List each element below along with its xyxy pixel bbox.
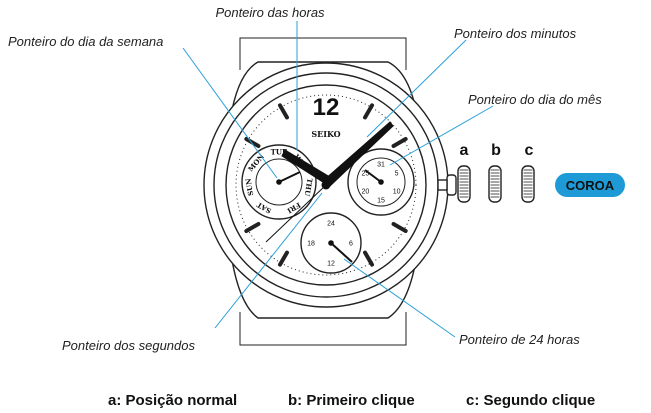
- date-number-15: 15: [377, 198, 385, 205]
- caption-a: a: Posição normal: [108, 392, 237, 409]
- day-name-sun: SUN: [243, 177, 255, 196]
- crown-pos-c-label: c: [525, 142, 534, 159]
- hour24-number-18: 18: [307, 241, 315, 248]
- brand-logo: SEIKO: [311, 129, 340, 139]
- label-day-of-week-hand: Ponteiro do dia da semana: [8, 34, 163, 49]
- day-name-thu: THU: [303, 178, 315, 197]
- crown-pos-a-label: a: [460, 142, 469, 159]
- hour24-numbers: 24 6 12 18: [307, 221, 353, 268]
- twelve-numeral: 12: [313, 94, 340, 121]
- label-minute-hand: Ponteiro dos minutos: [454, 26, 577, 41]
- caption-b: b: Primeiro clique: [288, 392, 415, 409]
- hour24-hand: [330, 242, 353, 263]
- date-number-10: 10: [393, 189, 401, 196]
- day-subdial-inner: [255, 158, 303, 206]
- date-number-20: 20: [362, 189, 370, 196]
- lower-strap: [239, 312, 407, 346]
- date-numbers-ring: 31 5 10 15 20 25: [362, 162, 401, 205]
- label-second-hand: Ponteiro dos segundos: [62, 338, 195, 353]
- hour24-number-6: 6: [349, 241, 353, 248]
- label-date-hand: Ponteiro do dia do mês: [468, 92, 602, 107]
- crown-b-icon: [488, 165, 502, 203]
- hour-index-7: [278, 250, 289, 267]
- hour24-number-12: 12: [327, 261, 335, 268]
- crown-position-c: [521, 165, 535, 203]
- date-hand-pin: [378, 179, 384, 185]
- label-24h-hand: Ponteiro de 24 horas: [459, 332, 580, 347]
- date-hand: [364, 169, 382, 183]
- hour-index-1: [363, 103, 374, 120]
- crown-c-icon: [521, 165, 535, 203]
- second-hand: [265, 184, 327, 243]
- center-pinion: [321, 180, 331, 190]
- crown-a-icon: [457, 165, 471, 203]
- leader-second-hand: [214, 192, 323, 329]
- hour-index-11: [278, 103, 289, 120]
- hour-index-4: [391, 222, 408, 233]
- crown-position-b: [488, 165, 502, 203]
- hour-indices: [244, 103, 408, 267]
- crown-on-case: [446, 174, 457, 196]
- upper-strap: [239, 37, 407, 70]
- crown-badge-label: COROA: [566, 178, 615, 193]
- crown-pos-b-label: b: [491, 142, 501, 159]
- label-hour-hand: Ponteiro das horas: [215, 5, 325, 20]
- crown-badge: [555, 173, 625, 197]
- day-name-tue: TUE: [271, 148, 288, 157]
- leader-24h-hand: [343, 258, 456, 338]
- hour-index-8: [244, 222, 261, 233]
- leader-minute-hand: [366, 39, 467, 138]
- day-of-week-hand: [278, 171, 301, 183]
- minute-track: [235, 94, 417, 276]
- leader-date-hand: [389, 105, 494, 166]
- date-number-31: 31: [377, 162, 385, 169]
- hour-index-10: [244, 137, 261, 148]
- crown-position-a: [457, 165, 471, 203]
- leader-day-of-week: [182, 47, 278, 179]
- hour24-number-24: 24: [327, 221, 335, 228]
- crown-stem: [437, 179, 448, 191]
- hour-index-5: [363, 250, 374, 267]
- date-number-25: 25: [362, 171, 370, 178]
- day-hand-pin: [276, 179, 282, 185]
- hour-index-2: [391, 137, 408, 148]
- hour24-hand-pin: [328, 240, 334, 246]
- date-number-5: 5: [395, 171, 399, 178]
- date-subdial-inner: [356, 157, 406, 207]
- caption-c: c: Segundo clique: [466, 392, 595, 409]
